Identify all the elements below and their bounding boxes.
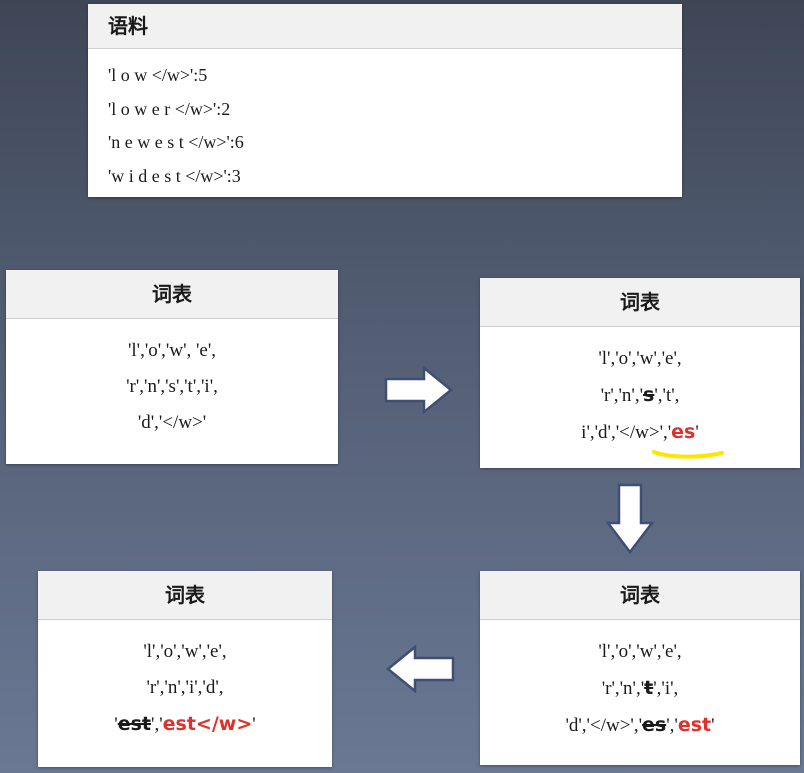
new-token: es [671,421,696,443]
vocab-card-merge-es: 词表 'l','o','w','e', 'r','n','s','t', i',… [480,278,800,468]
new-token: est [677,714,712,736]
vocab-line: 'r','n','s','t', [600,384,680,406]
removed-token: est [117,713,152,735]
corpus-line: 'w i d e s t </w>':3 [108,165,241,186]
vocab-body: 'l','o','w', 'e', 'r','n','s','t','i', '… [6,319,338,441]
vocab-line: 'l','o','w','e', [598,641,682,662]
highlight-underline [652,450,724,459]
corpus-list: 'l o w </w>':5 'l o w e r </w>':2 'n e w… [88,49,682,193]
corpus-card: 语料 'l o w </w>':5 'l o w e r </w>':2 'n … [88,4,682,197]
vocab-line: 'l','o','w', 'e', [127,340,217,361]
vocab-line: 'l','o','w','e', [143,641,227,662]
vocab-title: 词表 [480,278,800,327]
vocab-line: 'd','</w>','es','est' [565,714,715,736]
left-arrow-icon [386,645,455,693]
vocab-title: 词表 [480,571,800,620]
removed-token: es [642,714,667,736]
vocab-title: 词表 [38,571,332,620]
corpus-line: 'l o w </w>':5 [108,65,208,85]
right-arrow-icon [384,366,453,414]
watermark: @稀土掘金技术社区 [637,731,782,750]
corpus-line: 'n e w e s t </w>':6 [108,132,244,152]
vocab-line: 'r','n','i','d', [146,677,224,698]
vocab-line: 'd','</w>' [137,412,207,433]
new-token: est</w> [162,713,253,735]
removed-token: t [644,677,654,699]
vocab-line: 'r','n','s','t','i', [126,376,218,397]
vocab-line: 'est','est</w>' [114,713,256,735]
vocab-body: 'l','o','w','e', 'r','n','t','i', 'd','<… [480,620,800,744]
removed-token: s [643,384,655,406]
vocab-body: 'l','o','w','e', 'r','n','s','t', i','d'… [480,327,800,451]
vocab-line: 'r','n','t','i', [601,677,679,699]
vocab-line: 'l','o','w','e', [598,348,682,369]
vocab-body: 'l','o','w','e', 'r','n','i','d', 'est',… [38,620,332,743]
vocab-card-initial: 词表 'l','o','w', 'e', 'r','n','s','t','i'… [6,270,338,464]
vocab-card-merge-est: 词表 'l','o','w','e', 'r','n','t','i', 'd'… [480,571,800,765]
corpus-line: 'l o w e r </w>':2 [108,98,231,119]
vocab-card-merge-est-w: 词表 'l','o','w','e', 'r','n','i','d', 'es… [38,571,332,767]
vocab-title: 词表 [6,270,338,319]
vocab-line: i','d','</w>','es' [581,421,699,443]
corpus-title: 语料 [88,4,682,49]
down-arrow-icon [605,483,655,555]
